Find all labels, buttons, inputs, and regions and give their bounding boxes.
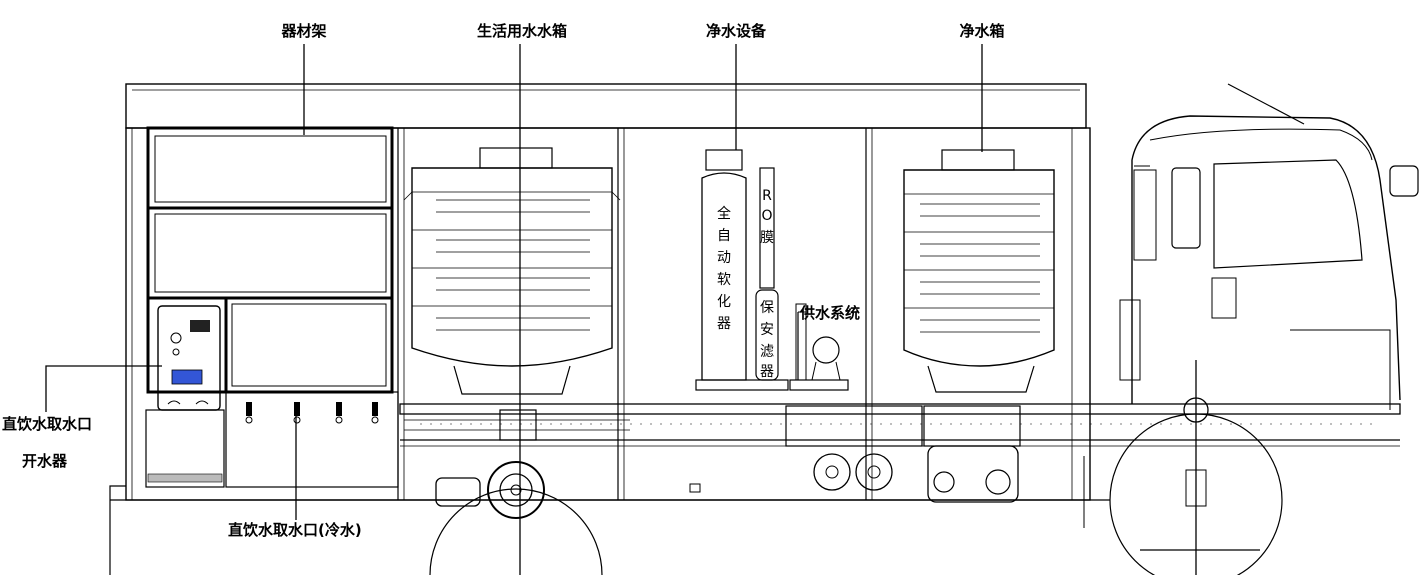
softener-char: 自 xyxy=(717,228,731,244)
softener-char: 化 xyxy=(717,294,731,310)
cargo-box xyxy=(109,83,1110,575)
rear-wheel xyxy=(404,409,630,575)
label-boiler: 开水器 xyxy=(22,452,68,470)
softener-char: 动 xyxy=(717,250,731,266)
filter-char: 保 xyxy=(760,300,774,316)
label-drinking-outlet-cold: 直饮水取水口(冷水) xyxy=(228,521,362,539)
filter-char: 滤 xyxy=(760,344,774,360)
truck-cab xyxy=(1119,83,1419,410)
label-clean-water-tank: 净水箱 xyxy=(959,22,1004,40)
front-wheel xyxy=(1083,360,1283,575)
ro-char: R xyxy=(762,188,772,204)
label-drinking-outlet-hot: 直饮水取水口 xyxy=(2,415,92,433)
softener-char: 软 xyxy=(717,272,731,288)
filter-char: 器 xyxy=(760,364,774,380)
purification-equipment xyxy=(695,149,849,391)
softener-char: 全 xyxy=(717,205,731,222)
ro-char: O xyxy=(761,208,772,224)
vertical-label-ro: R O 膜 xyxy=(760,188,774,246)
label-domestic-water-tank: 生活用水水箱 xyxy=(477,22,567,40)
filter-char: 安 xyxy=(760,322,774,338)
equipment-rack xyxy=(145,126,399,488)
label-water-supply-system: 供水系统 xyxy=(799,304,860,322)
drinking-taps xyxy=(245,402,379,424)
chassis xyxy=(399,403,1401,503)
ro-char: 膜 xyxy=(760,230,774,246)
clean-water-tank xyxy=(903,149,1055,393)
softener-char: 器 xyxy=(717,316,731,332)
domestic-water-tank xyxy=(403,147,621,395)
label-purification-equipment: 净水设备 xyxy=(706,22,767,40)
label-equipment-rack: 器材架 xyxy=(280,22,326,40)
vertical-label-security-filter: 保 安 滤 器 xyxy=(760,300,774,380)
vertical-label-softener: 全 自 动 软 化 器 xyxy=(717,205,731,332)
side-labels: 直饮水取水口 开水器 直饮水取水口(冷水) 供水系统 xyxy=(2,304,860,539)
boiler-unit xyxy=(157,305,221,411)
